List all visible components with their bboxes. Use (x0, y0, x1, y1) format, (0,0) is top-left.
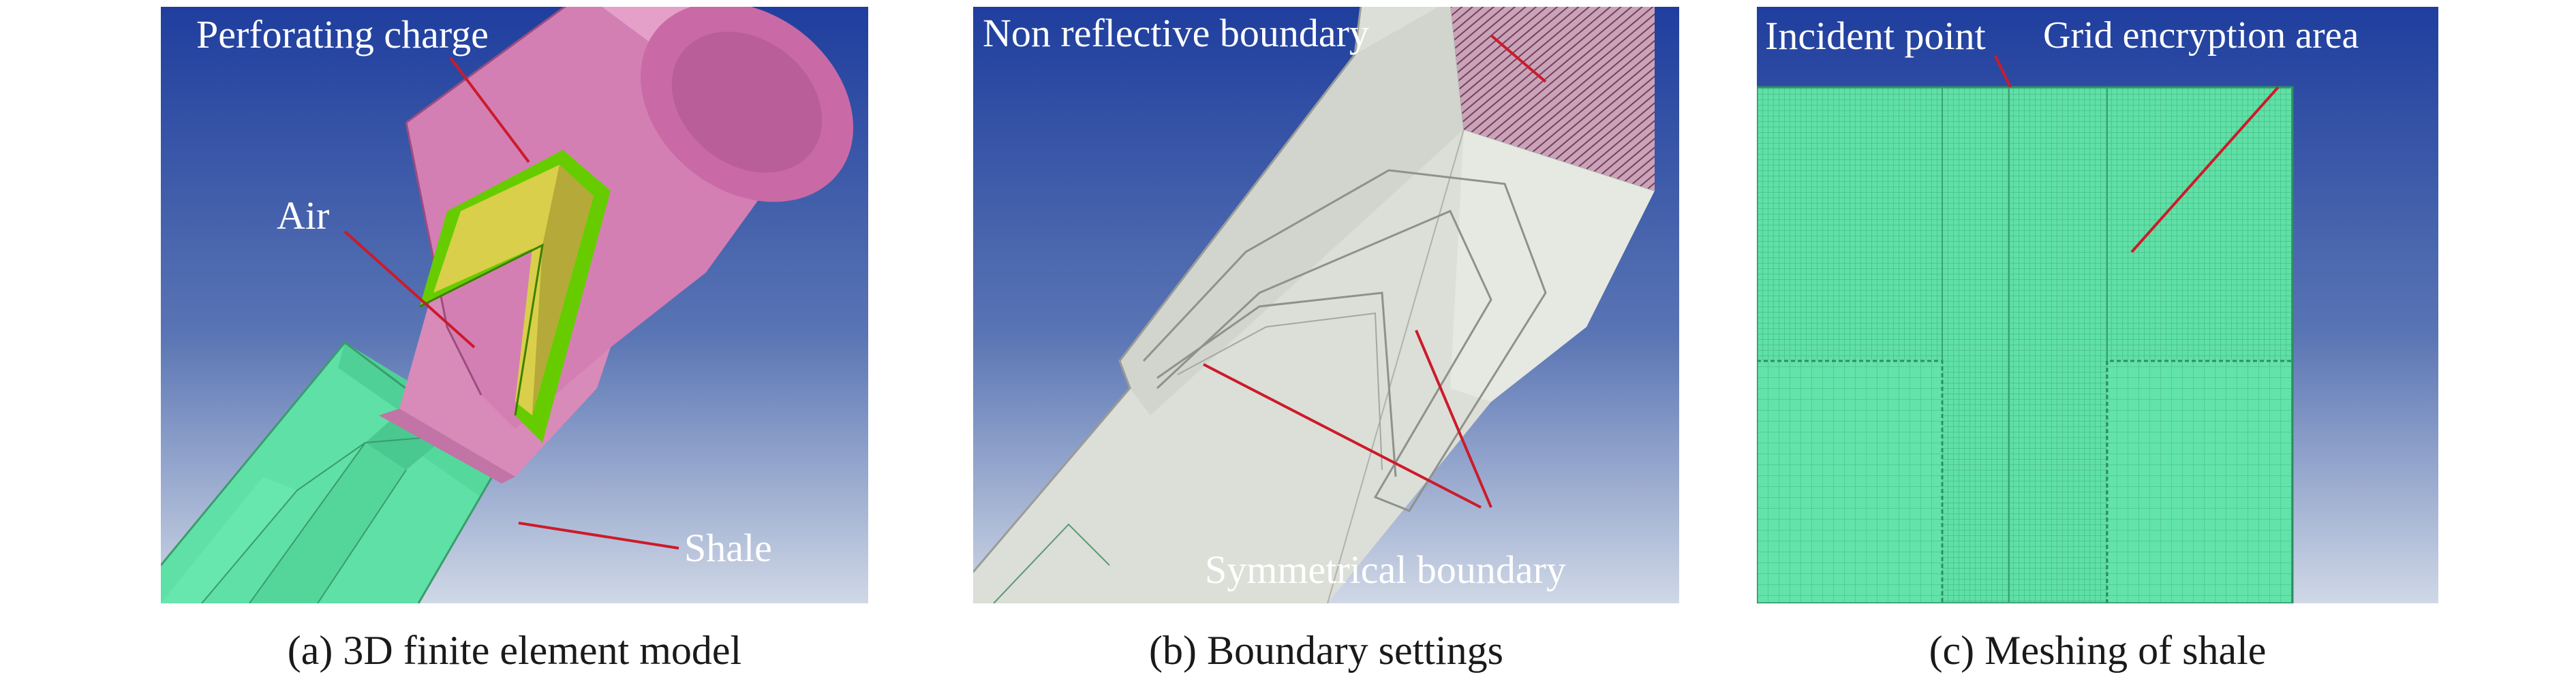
leader-shale (518, 522, 679, 550)
leader-symmetrical-1 (1203, 363, 1482, 509)
label-perforating-charge: Perforating charge (196, 12, 489, 57)
panel-3d-model: Perforating charge Air Shale (161, 7, 868, 603)
shale-mesh (1757, 86, 2294, 603)
label-non-reflective-boundary: Non reflective boundary (983, 11, 1369, 55)
liner-and-explosive (419, 150, 611, 443)
caption-panel-c: (c) Meshing of shale (1929, 628, 2267, 673)
label-shale: Shale (684, 526, 772, 570)
leader-non-reflective (1490, 34, 1547, 83)
label-grid-encryption-area: Grid encryption area (2043, 14, 2359, 57)
panel-a-drawing (161, 7, 868, 603)
non-reflective-face (1451, 7, 1655, 191)
label-air: Air (277, 193, 330, 238)
panel-shale-meshing: Incident point Grid encryption area (1757, 7, 2438, 603)
leader-incident-point (1994, 55, 2012, 88)
leader-grid-area (2130, 86, 2280, 253)
leader-perforating-charge (449, 57, 530, 163)
panel-boundary-settings: Non reflective boundary Symmetrical boun… (973, 7, 1679, 603)
leader-symmetrical-2 (1415, 330, 1492, 508)
panel-b-drawing (973, 7, 1679, 603)
caption-panel-a: (a) 3D finite element model (287, 628, 742, 673)
leader-air (343, 230, 476, 349)
label-symmetrical-boundary: Symmetrical boundary (1205, 548, 1566, 592)
caption-panel-b: (b) Boundary settings (1149, 628, 1503, 673)
panel-c-drawing (1757, 7, 2438, 603)
label-incident-point: Incident point (1765, 14, 1986, 58)
